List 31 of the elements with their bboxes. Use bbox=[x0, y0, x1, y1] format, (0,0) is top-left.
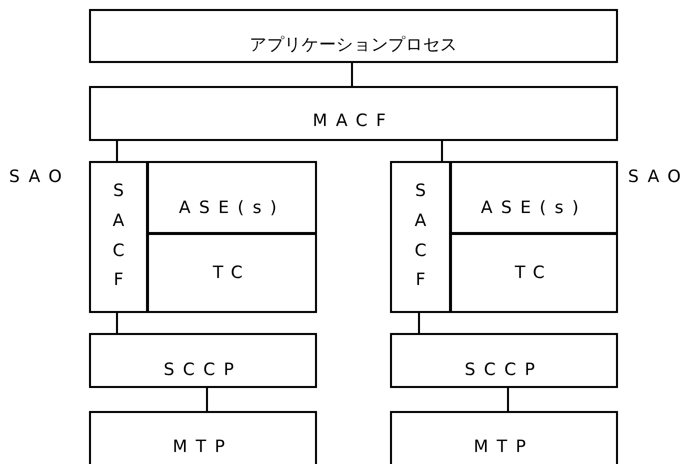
layer-label: SCCP bbox=[464, 360, 544, 380]
layer-label: MACF bbox=[312, 110, 394, 131]
connector-line bbox=[507, 387, 509, 412]
element-box bbox=[147, 161, 317, 234]
layer-label: ASE(s) bbox=[178, 198, 286, 218]
layer-box bbox=[390, 333, 618, 388]
process-box bbox=[89, 9, 618, 63]
element-box bbox=[450, 161, 618, 234]
component-box bbox=[147, 233, 317, 313]
connector-line bbox=[441, 140, 443, 162]
connector-line bbox=[418, 312, 420, 334]
layer-box bbox=[89, 411, 317, 464]
object-label: SAO bbox=[9, 167, 70, 188]
connector-line bbox=[116, 312, 118, 334]
layer-label: MTP bbox=[172, 436, 234, 457]
layer-label: TC bbox=[514, 262, 554, 284]
layer-box bbox=[390, 411, 618, 464]
layer-label: ASE(s) bbox=[480, 198, 588, 218]
component-box bbox=[450, 233, 618, 313]
object-label: SAO bbox=[628, 167, 688, 188]
layer-label: アプリケーションプロセス bbox=[249, 34, 458, 55]
layer-label: SACF bbox=[414, 180, 428, 292]
layer-label: SCCP bbox=[164, 360, 242, 380]
connector-line bbox=[116, 140, 118, 162]
layer-box bbox=[89, 333, 317, 388]
function-box bbox=[89, 86, 618, 141]
connector-line bbox=[351, 62, 353, 87]
connector-line bbox=[206, 387, 208, 412]
layer-label: MTP bbox=[474, 436, 534, 457]
layer-label: TC bbox=[212, 262, 252, 284]
layer-label: SACF bbox=[112, 180, 126, 292]
